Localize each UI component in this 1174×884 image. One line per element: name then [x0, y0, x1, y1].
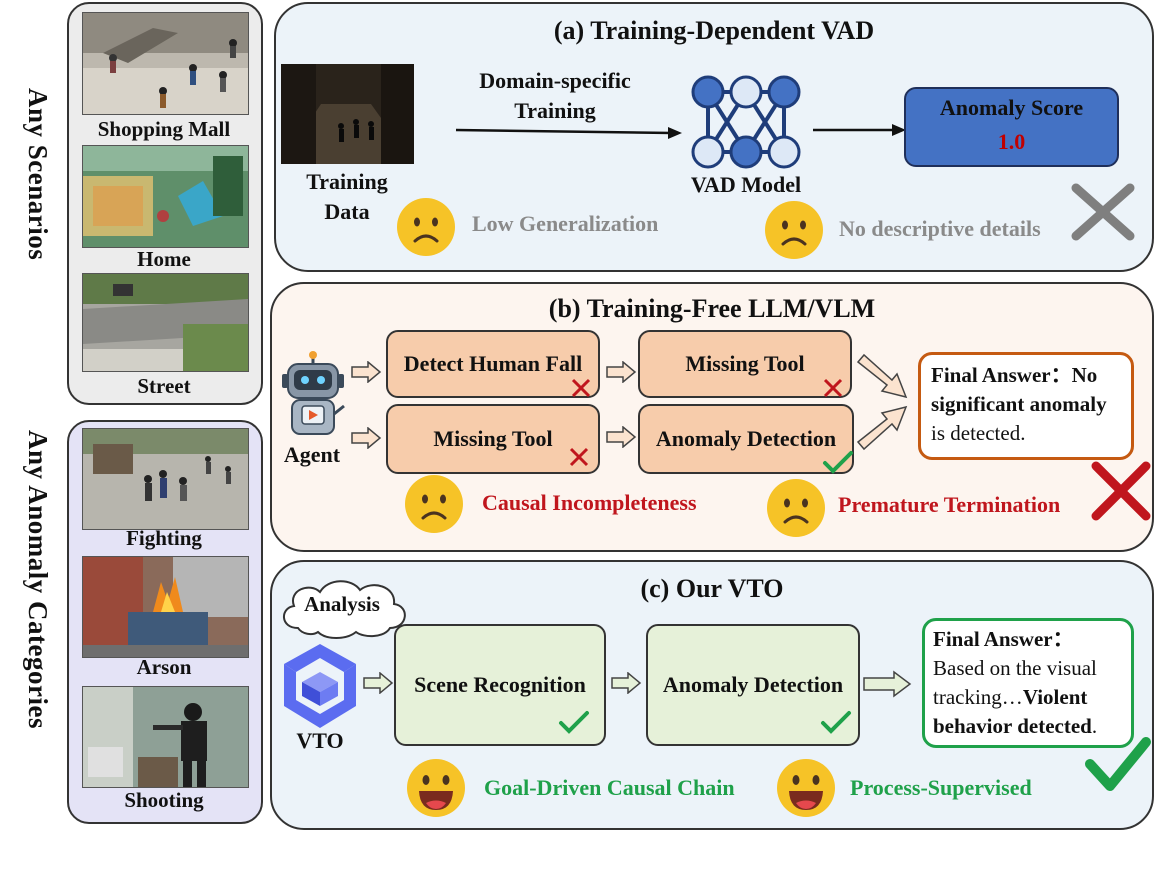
missing-tool-box-1: Missing Tool: [638, 330, 852, 398]
final-answer-rest: is detected.: [931, 421, 1026, 445]
green-check-icon: [1085, 737, 1151, 791]
shopping-mall-image: [82, 12, 249, 115]
arrow-icon: [863, 670, 912, 698]
any-anomaly-categories-label: Any Anomaly Categories: [23, 430, 53, 729]
happy-face-icon: [407, 759, 465, 817]
arrow-icon: [611, 672, 642, 694]
goal-driven-text: Goal-Driven Causal Chain: [484, 775, 735, 800]
arrow-icon: [351, 427, 382, 449]
red-cross-icon: [823, 378, 843, 398]
no-descriptive-details-text: No descriptive details: [839, 216, 1041, 241]
street-caption: Street: [137, 374, 191, 398]
final-answer-bold: Violent behavior detected: [933, 685, 1092, 738]
final-answer-bold: No significant anomaly: [931, 363, 1107, 416]
vad-model-label: VAD Model: [690, 172, 802, 197]
domain-training-label: Domain-specific Training: [479, 68, 631, 123]
premature-termination-text: Premature Termination: [838, 492, 1061, 517]
sad-face-icon: [765, 201, 823, 259]
thought-bubble-icon: [283, 580, 406, 639]
arrow-icon: [606, 361, 637, 383]
arrow-icon: [856, 353, 908, 399]
vto-logo-icon: [284, 644, 356, 728]
missing-tool-box-2: Missing Tool: [386, 404, 600, 474]
arrow-icon: [351, 361, 382, 383]
final-answer-text: Based on the visual tracking…: [933, 656, 1097, 709]
low-generalization-text: Low Generalization: [472, 211, 659, 236]
arrow-icon: [856, 405, 908, 451]
panel-c: (c) Our VTO Analysis VTO Scene Recogniti…: [270, 560, 1154, 830]
happy-face-icon: [777, 759, 835, 817]
home-image: [82, 145, 249, 248]
panel-b: (b) Training-Free LLM/VLM Agent Detect H…: [270, 282, 1154, 552]
scene-recognition-box: Scene Recognition: [394, 624, 606, 746]
anomaly-score-title: Anomaly Score: [939, 95, 1084, 120]
score-arrow: [813, 124, 906, 136]
training-data-image: [281, 64, 414, 164]
panel-a: (a) Training-Dependent VAD Training Data…: [274, 2, 1154, 272]
shooting-caption: Shooting: [124, 788, 204, 812]
arson-image: [82, 556, 249, 658]
fighting-caption: Fighting: [126, 526, 202, 550]
red-cross-icon: [569, 447, 589, 467]
neural-network-icon: [691, 75, 801, 169]
sad-face-icon: [397, 198, 455, 256]
analysis-label: Analysis: [304, 592, 380, 616]
panel-c-title: (c) Our VTO: [640, 574, 784, 603]
vto-label: VTO: [296, 728, 344, 753]
anomaly-score-value: 1.0: [997, 129, 1026, 154]
categories-panel: Fighting Arson Shooting: [67, 420, 263, 824]
green-check-icon: [821, 711, 851, 734]
process-supervised-text: Process-Supervised: [850, 775, 1032, 800]
detect-human-fall-box: Detect Human Fall: [386, 330, 600, 398]
green-check-icon: [823, 451, 853, 474]
panel-b-title: (b) Training-Free LLM/VLM: [548, 294, 876, 323]
final-answer-prefix: Final Answer：: [931, 363, 1072, 387]
agent-label: Agent: [283, 442, 341, 467]
training-arrow: [455, 127, 682, 139]
training-data-label: Training Data: [306, 169, 388, 224]
sad-face-icon: [405, 475, 463, 533]
arson-caption: Arson: [136, 655, 192, 679]
arrow-icon: [606, 426, 637, 448]
causal-incompleteness-text: Causal Incompleteness: [482, 490, 697, 515]
robot-icon: [282, 351, 345, 435]
final-answer-box: Final Answer： Based on the visual tracki…: [922, 618, 1134, 748]
anomaly-score-box: Anomaly Score 1.0: [904, 87, 1119, 167]
scenarios-panel: Shopping Mall Home Street: [67, 2, 263, 405]
shopping-mall-caption: Shopping Mall: [97, 117, 231, 141]
home-caption: Home: [137, 247, 191, 271]
red-cross-icon: [1091, 461, 1151, 521]
final-answer-box: Final Answer：No significant anomaly is d…: [918, 352, 1134, 460]
arrow-icon: [363, 672, 394, 694]
sad-face-icon: [767, 479, 825, 537]
green-check-icon: [559, 711, 589, 734]
gray-cross-icon: [1071, 183, 1135, 241]
any-scenarios-label: Any Scenarios: [23, 88, 53, 261]
fighting-image: [82, 428, 249, 530]
red-cross-icon: [571, 378, 591, 398]
panel-a-title: (a) Training-Dependent VAD: [553, 16, 875, 45]
final-answer-prefix: Final Answer：: [933, 627, 1074, 651]
anomaly-detection-box: Anomaly Detection: [638, 404, 854, 474]
street-image: [82, 273, 249, 372]
final-answer-end: .: [1091, 714, 1098, 738]
shooting-image: [82, 686, 249, 788]
